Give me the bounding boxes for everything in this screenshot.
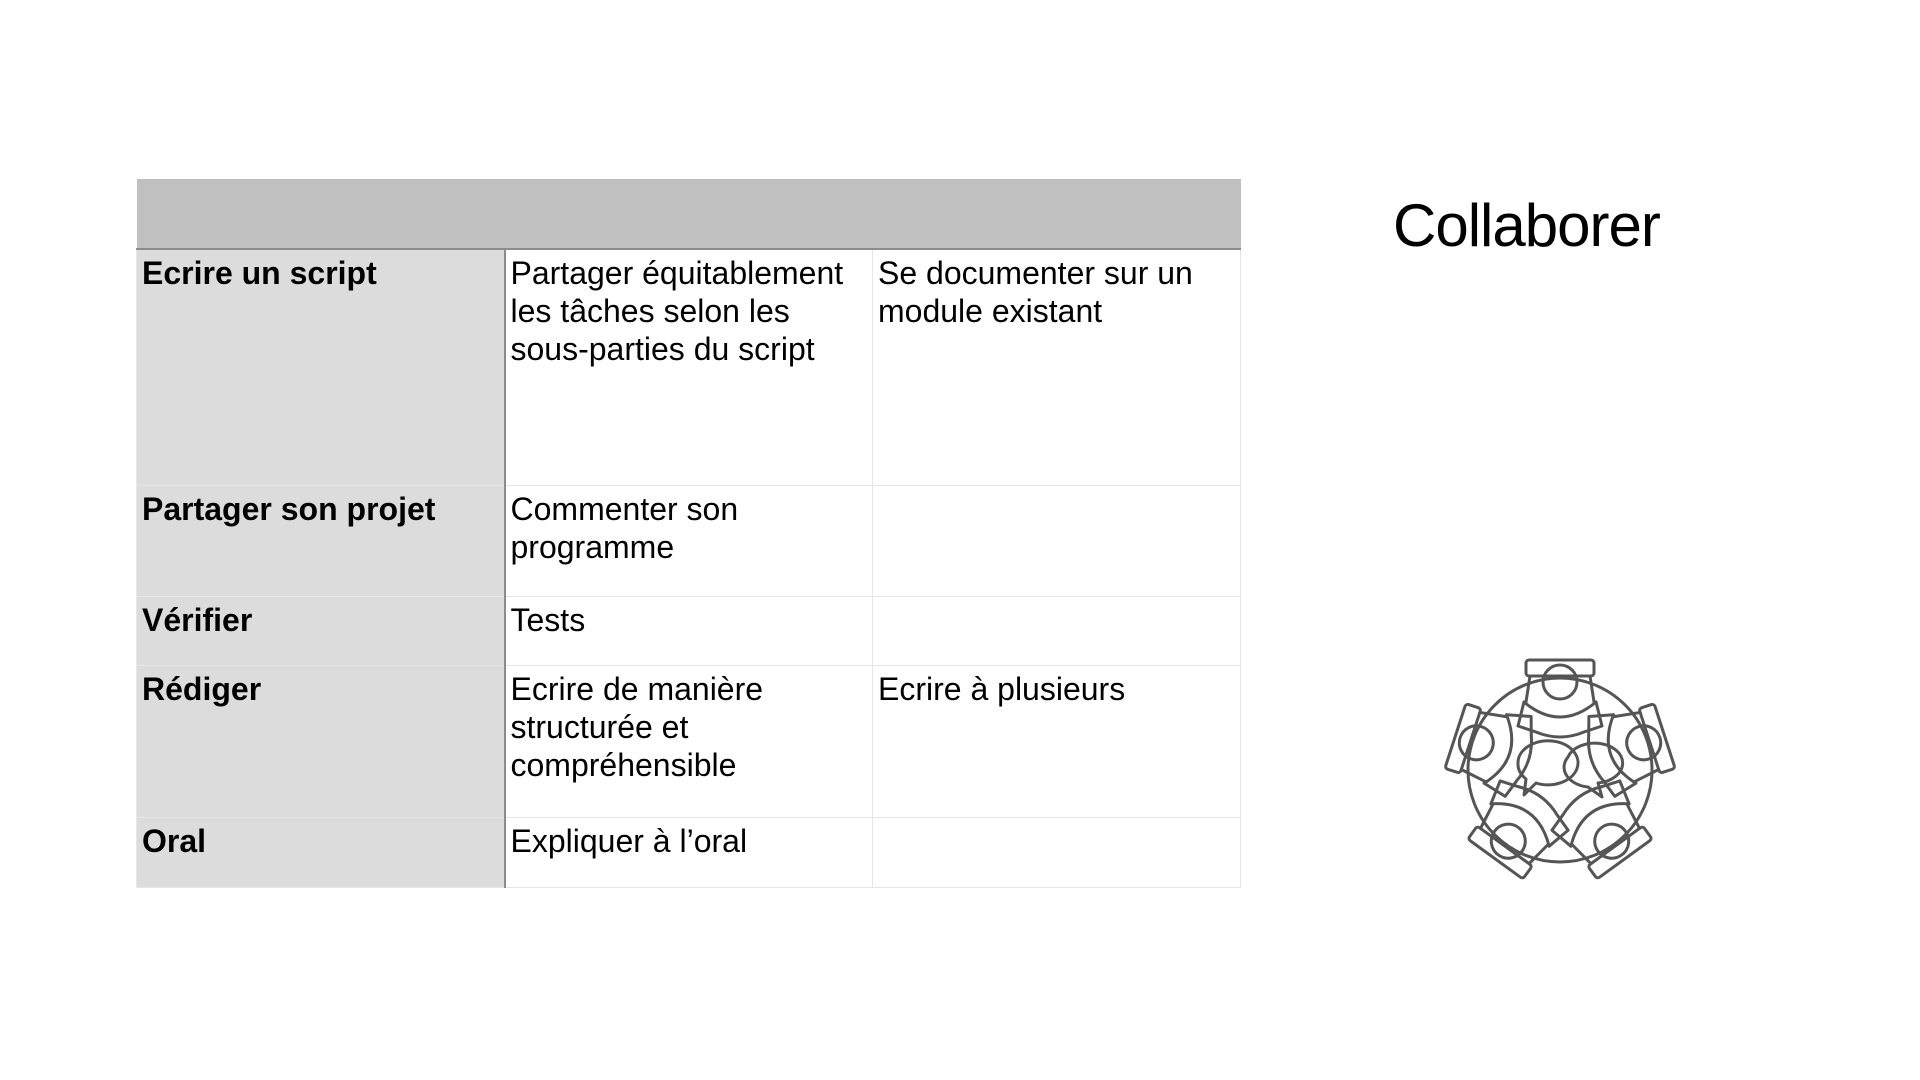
person-icon [1516,658,1604,739]
table-cell [872,484,1241,597]
slide-title: Collaborer [1393,192,1661,259]
person-icon [1467,779,1570,880]
header-cell [504,179,873,250]
table-cell [872,816,1241,888]
table-row: Partager son projet Commenter son progra… [136,484,1241,597]
table-row: Oral Expliquer à l’oral [136,816,1241,888]
table-cell: Se documenter sur un module existant [872,248,1241,486]
row-label: Ecrire un script [136,248,506,486]
row-label: Rédiger [136,664,506,818]
table-cell [872,595,1241,666]
table-cell: Expliquer à l’oral [504,816,873,888]
header-cell [136,179,505,250]
table-cell: Ecrire à plusieurs [872,664,1241,818]
row-label: Oral [136,816,506,888]
table-row: Rédiger Ecrire de manière structurée et … [136,664,1241,818]
skills-table: Ecrire un script Partager équitablement … [136,179,1241,888]
header-cell [872,179,1241,250]
row-label: Partager son projet [136,484,506,597]
table-cell: Ecrire de manière structurée et compréhe… [504,664,873,818]
table-row: Ecrire un script Partager équitablement … [136,248,1241,486]
round-table-meeting-icon [1444,658,1676,880]
table-cell: Tests [504,595,873,666]
table-cell: Partager équitablement les tâches selon … [504,248,873,486]
person-icon [1444,702,1534,798]
person-icon [1586,702,1676,798]
table-header-row [136,179,1241,250]
row-label: Vérifier [136,595,506,666]
person-icon [1550,779,1653,880]
table-cell: Commenter son programme [504,484,873,597]
table-row: Vérifier Tests [136,595,1241,666]
